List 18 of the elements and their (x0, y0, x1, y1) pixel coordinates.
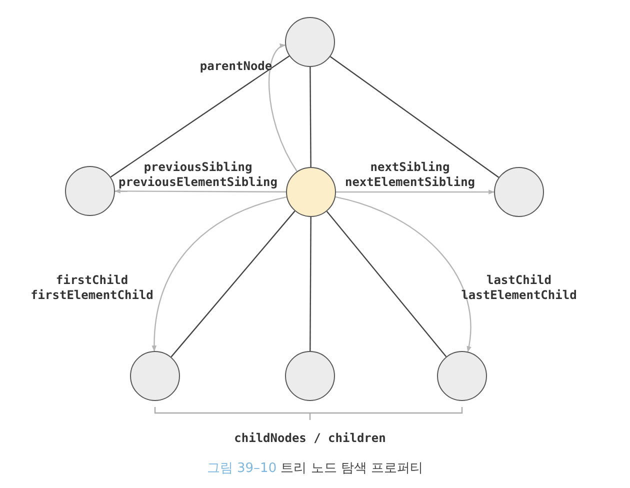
tree-line (330, 56, 500, 178)
arrow (152, 196, 287, 352)
arrow (114, 188, 286, 194)
arrow (336, 190, 495, 194)
edge-label: previousSibling previousElementSibling (118, 160, 278, 190)
arrow (268, 44, 298, 172)
bracket-label: childNodes / children (233, 430, 387, 447)
figure-caption: 그림 39–10 트리 노드 탐색 프로퍼티 (206, 460, 424, 478)
tree-line (310, 217, 312, 351)
edge-label: lastChild lastElementChild (460, 273, 578, 303)
tree-line (326, 210, 447, 358)
arrow (335, 196, 472, 352)
tree-line (310, 67, 312, 167)
edge-label: parentNode (198, 59, 274, 74)
tree-line (170, 210, 296, 358)
tree-line (110, 56, 290, 178)
edge-label: firstChild firstElementChild (30, 273, 154, 303)
edge-label: nextSibling nextElementSibling (344, 160, 476, 190)
